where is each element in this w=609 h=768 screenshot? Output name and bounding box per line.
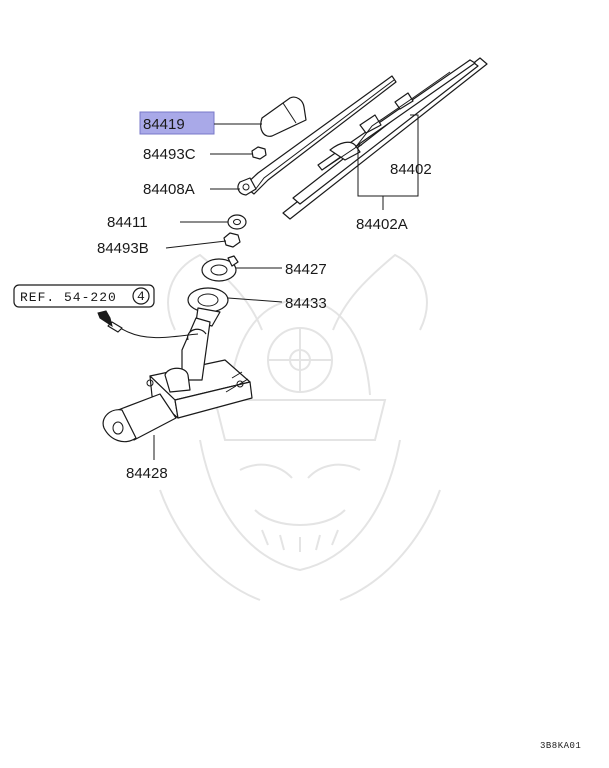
wiper-blade (282, 57, 488, 220)
seal-84427 (201, 255, 239, 282)
nut-84493b (223, 232, 241, 248)
label-84428: 84428 (126, 465, 168, 482)
washer-84411 (227, 214, 247, 230)
label-84402: 84402 (390, 161, 432, 178)
label-84493c: 84493C (143, 146, 196, 163)
wiper-arm (237, 75, 397, 196)
label-84419: 84419 (143, 116, 185, 133)
nut-84493c (251, 146, 267, 160)
label-84402a: 84402A (356, 216, 408, 233)
label-84493b: 84493B (97, 240, 149, 257)
label-84427: 84427 (285, 261, 327, 278)
reference-circle (132, 287, 150, 305)
label-84411: 84411 (107, 214, 148, 231)
wiper-motor (102, 317, 253, 443)
reference-circled-number: 4 (137, 289, 146, 304)
reference-text: REF. 54-220 (20, 290, 117, 305)
grommet-84433 (187, 287, 229, 327)
arm-cover (260, 96, 307, 137)
label-84408a: 84408A (143, 181, 195, 198)
reference-arrow (97, 310, 113, 328)
diagram-code: 3B8KA01 (540, 741, 581, 751)
leader-lines (153, 114, 419, 460)
highlight-box (139, 111, 215, 135)
reference-box: REF. 54-220 4 (13, 284, 155, 308)
samurai-helmet-watermark-icon (159, 253, 441, 601)
label-84433: 84433 (285, 295, 327, 312)
